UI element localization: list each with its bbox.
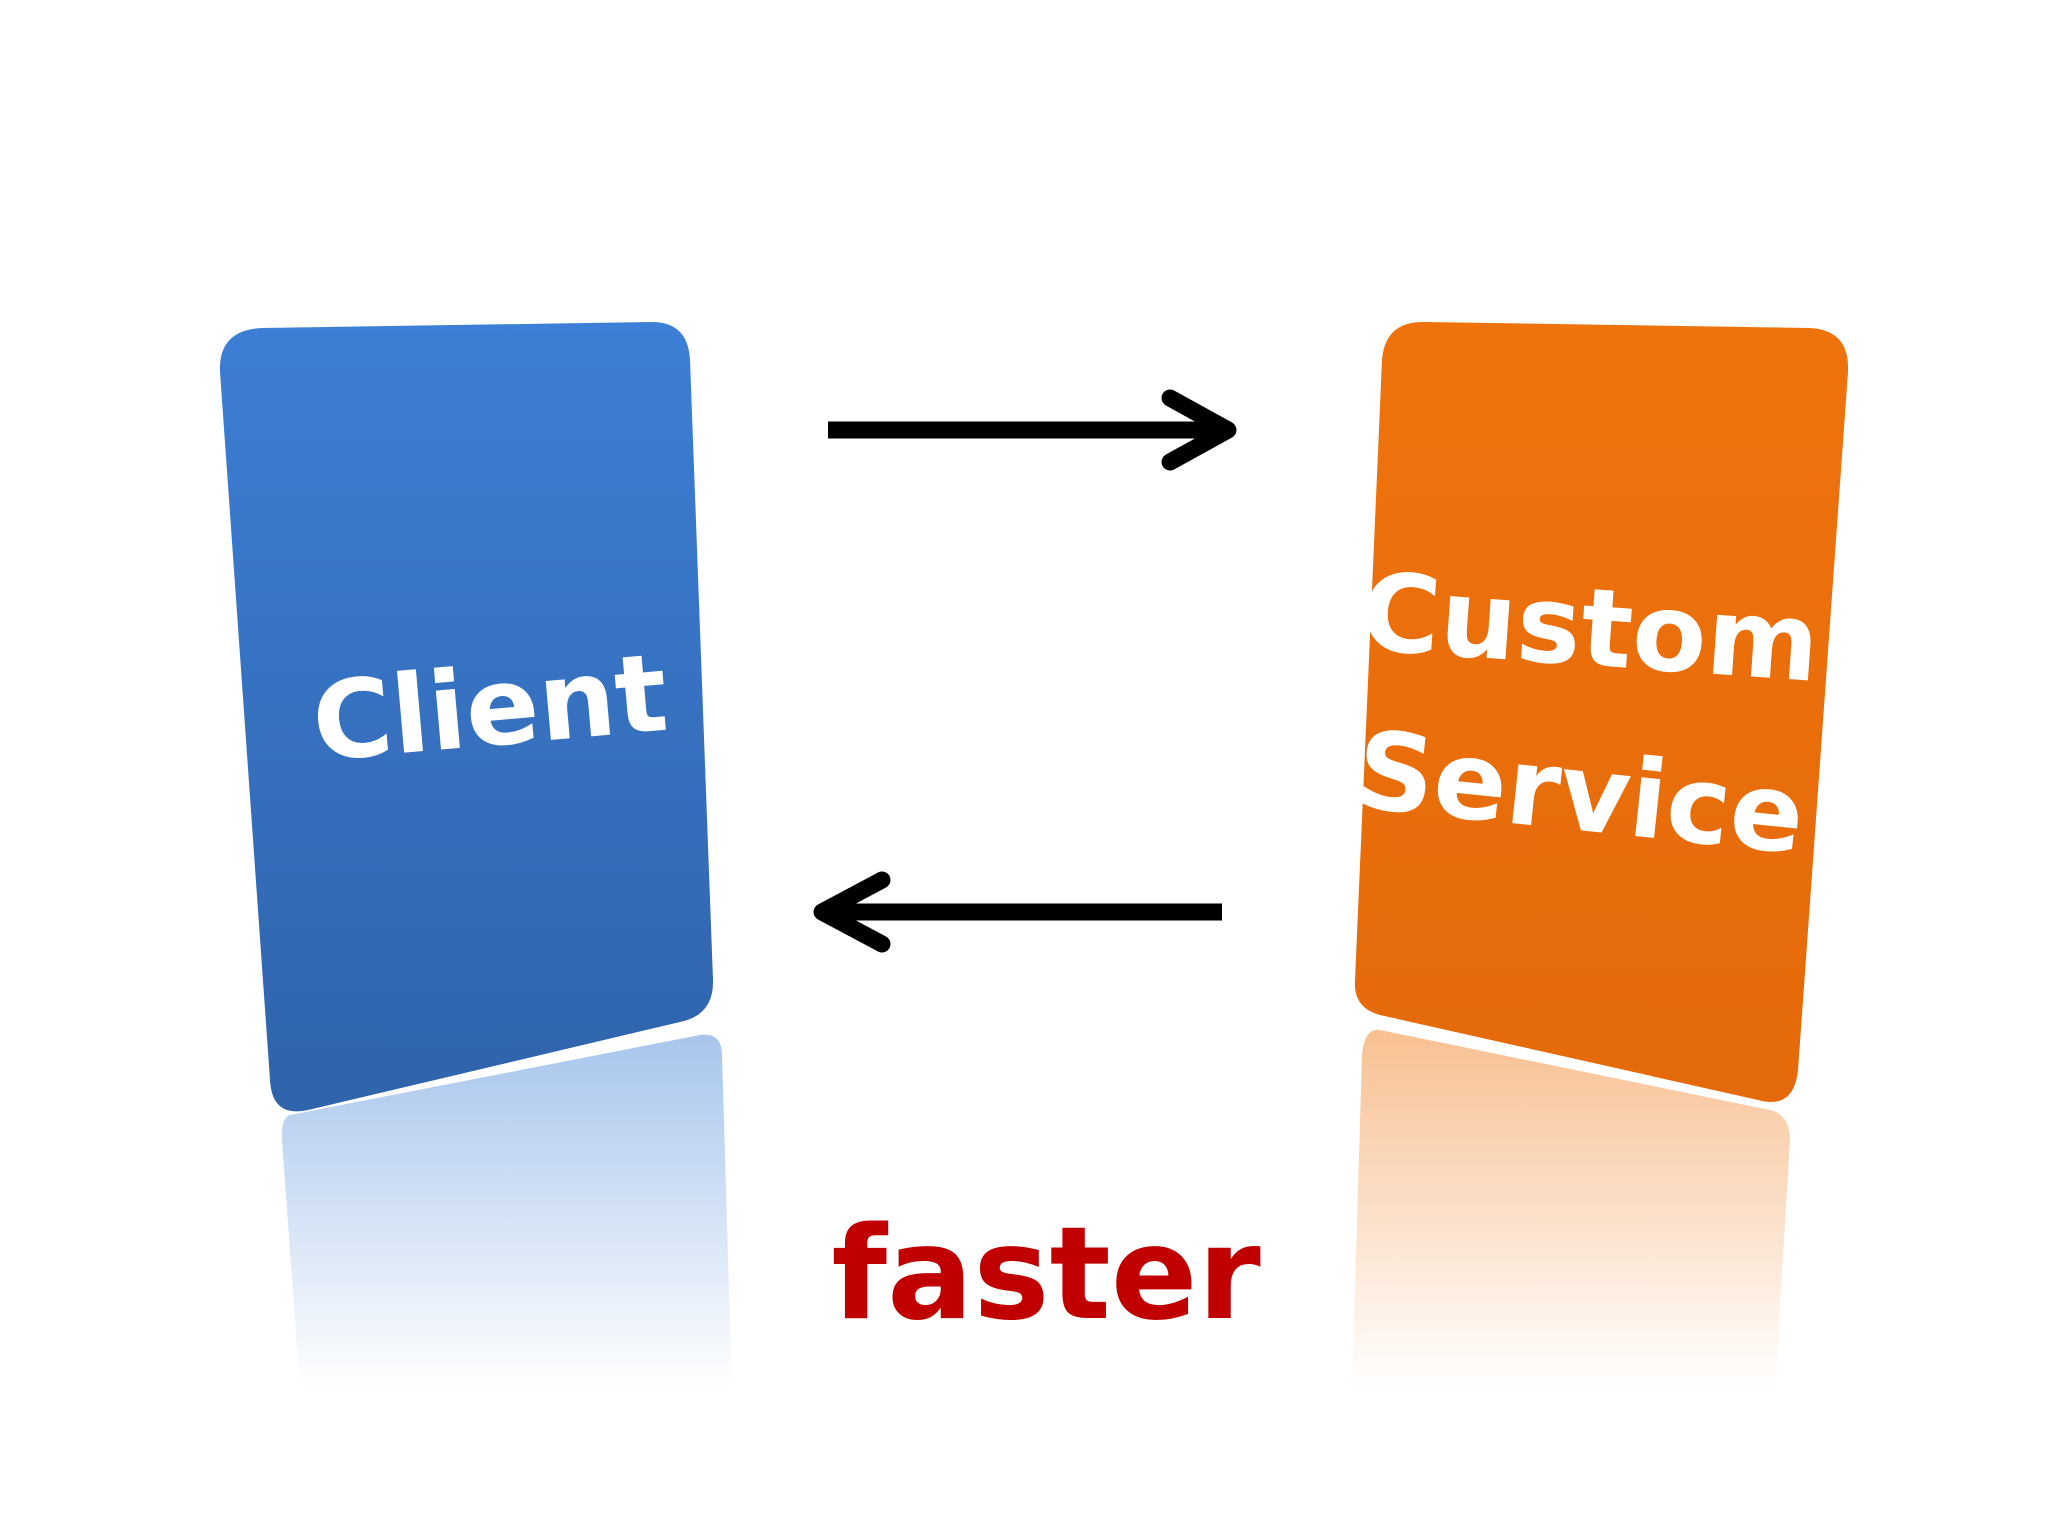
service-box-shape	[1354, 321, 1849, 1103]
request-arrow	[828, 389, 1237, 471]
client-box-reflection	[281, 1034, 732, 1390]
response-arrow	[813, 871, 1222, 953]
client-box: Client	[219, 321, 714, 1112]
service-box-reflection	[1352, 1029, 1790, 1390]
client-box-shape	[219, 321, 714, 1112]
request-arrow-head	[1161, 389, 1237, 471]
caption-faster: faster	[831, 1200, 1260, 1349]
response-arrow-head	[813, 871, 891, 953]
client-box-label: Client	[308, 631, 673, 786]
service-box: Custom Service	[1350, 321, 1849, 1103]
